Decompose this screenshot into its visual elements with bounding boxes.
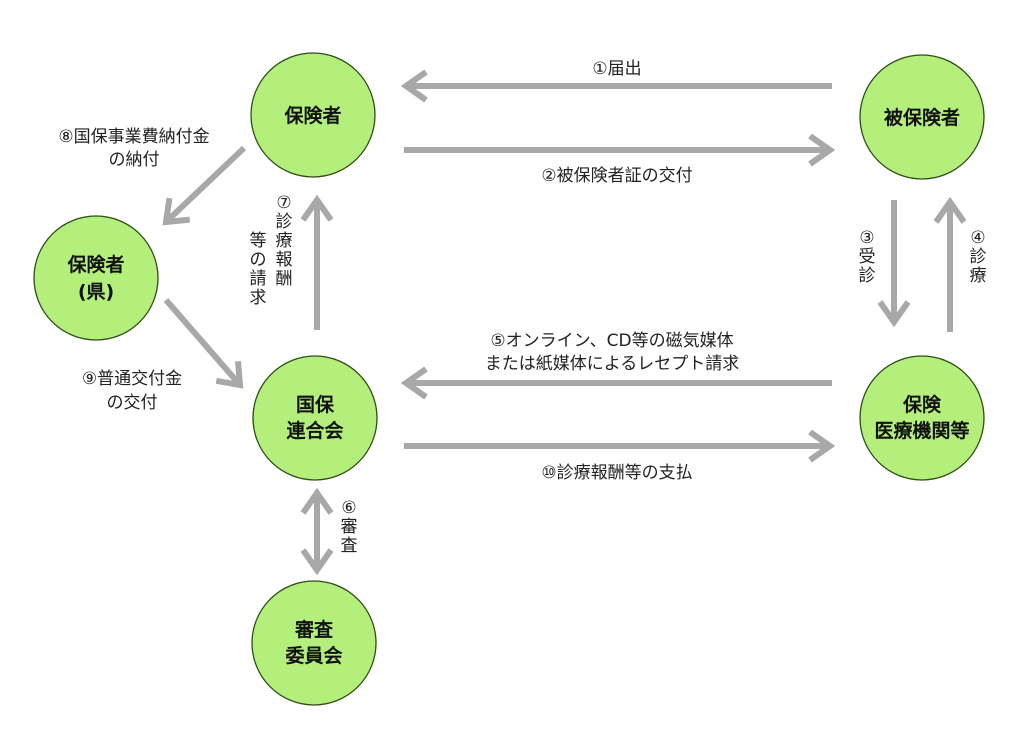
node-federation: 国保 連合会: [252, 355, 378, 481]
node-insurer-label: 保険者: [283, 104, 341, 127]
node-medical: 保険 医療機関等: [859, 355, 985, 481]
node-federation-sublabel: 連合会: [286, 419, 343, 442]
arrow-receipt: [400, 366, 832, 400]
node-prefecture: 保険者 (県): [33, 215, 159, 341]
label-receipt-line2: または紙媒体によるレセプト請求: [485, 354, 740, 374]
node-insured-label: 被保険者: [884, 106, 960, 129]
arrow-payment: [404, 429, 836, 463]
label-receipt-line1: ⑤オンライン、CD等の磁気媒体: [490, 331, 733, 351]
node-insured: 被保険者: [859, 54, 985, 180]
arrow-notification: [400, 69, 832, 103]
arrow-review: [300, 487, 334, 576]
label-card-issue: ②被保険者証の交付: [541, 166, 692, 186]
node-committee-label: 審査: [294, 618, 334, 641]
label-notification: ①届出: [592, 59, 641, 79]
arrow-billing: [300, 194, 334, 330]
node-insurer: 保険者: [250, 52, 376, 178]
node-medical-label: 保険: [902, 393, 942, 416]
node-committee-sublabel: 委員会: [284, 644, 342, 667]
arrow-grant: [163, 298, 244, 389]
arrow-treatment: [933, 196, 967, 332]
arrow-consultation: [877, 200, 911, 328]
node-federation-label: 国保: [296, 393, 335, 416]
label-levy-line2: の納付: [109, 150, 160, 170]
arrow-card-issue: [404, 133, 836, 167]
node-committee: 審査 委員会: [251, 580, 377, 706]
label-levy-line1: ⑧国保事業費納付金: [58, 127, 209, 147]
node-medical-sublabel: 医療機関等: [874, 419, 969, 442]
node-prefecture-label: 保険者: [66, 253, 124, 276]
node-prefecture-sublabel: (県): [78, 281, 114, 303]
label-payment: ⑩診療報酬等の支払: [541, 463, 692, 483]
label-grant-line1: ⑨普通交付金: [82, 369, 182, 389]
label-grant-line2: の交付: [107, 393, 158, 413]
arrow-levy: [162, 145, 247, 226]
